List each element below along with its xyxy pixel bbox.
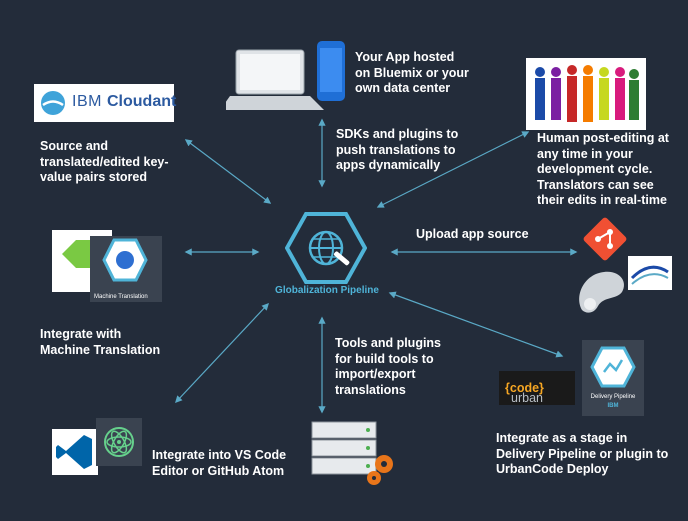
delivery-pipeline-icon: [590, 346, 636, 388]
atom-icon: [96, 418, 142, 466]
machine-translation-icon: [52, 230, 162, 302]
laptop-icon: [226, 49, 324, 110]
arrow-human-hub: [376, 131, 530, 208]
machine-translation-label: Integrate with Machine Translation: [40, 327, 161, 357]
cloudant-logo-ibm: IBM: [72, 93, 102, 110]
urbancode-logo-code: {code}: [505, 381, 544, 395]
cloudant-store-label: Source and translated/edited key- value …: [40, 139, 169, 184]
repository-blob-icon: [579, 271, 624, 313]
delivery-label: Integrate as a stage in Delivery Pipelin…: [496, 431, 669, 476]
delivery-pipeline-card-label: Delivery Pipeline: [590, 394, 636, 400]
delivery-pipeline-card: Delivery Pipeline IBM: [582, 340, 644, 416]
human-edit-label: Human post-editing at any time in your d…: [537, 131, 669, 207]
vscode-label: Integrate into VS Code Editor or GitHub …: [152, 448, 287, 478]
arrow-cloudant-hub: [184, 139, 272, 204]
urbancode-logo-urban: urban: [511, 391, 543, 405]
bitbucket-icon: [628, 256, 672, 290]
hub-label: Globalization Pipeline: [275, 285, 379, 296]
translators-people-icon: [526, 58, 646, 130]
arrow-delivery-hub: [388, 291, 564, 358]
globe-wrench-hexagon-icon: [285, 212, 367, 284]
cloudant-logo: IBM Cloudant: [34, 84, 177, 122]
server-gears-icon: [311, 421, 393, 485]
arrow-vscode-hub: [175, 302, 269, 404]
git-icon: [583, 217, 627, 261]
cloud-icon: [41, 91, 65, 115]
upload-label: Upload app source: [416, 227, 529, 241]
machine-translation-card: Machine Translation: [52, 226, 162, 304]
delivery-pipeline-card-ibm: IBM: [607, 403, 619, 409]
urbancode-logo: urban{code}: [499, 371, 575, 405]
vscode-icon: [52, 429, 98, 475]
sdks-label: SDKs and plugins to push translations to…: [336, 127, 459, 172]
build-tools-label: Tools and plugins for build tools to imp…: [335, 336, 442, 397]
cloudant-logo-name: Cloudant: [107, 93, 177, 110]
app-hosted-label: Your App hosted on Bluemix or your own d…: [355, 50, 469, 95]
smartphone-icon: [317, 41, 345, 101]
machine-translation-card-label: Machine Translation: [94, 294, 148, 300]
